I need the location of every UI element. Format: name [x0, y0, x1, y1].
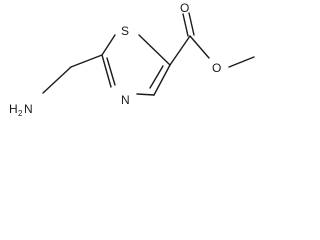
bond-s-c2: [101, 34, 116, 56]
atom-amine-subscript: 2: [18, 109, 23, 118]
bond-n3-c4: [136, 93, 155, 96]
bond-carbonyl-double-1: [182, 13, 189, 37]
bond-carbonyl-double-2: [188, 12, 195, 36]
atom-amine-h: H: [9, 102, 18, 116]
bond-c2-n3-inner: [106, 57, 116, 86]
atom-carbonyl-oxygen: O: [180, 1, 189, 15]
bond-c2-ch2: [70, 54, 103, 68]
bond-c5-s: [138, 34, 171, 66]
bond-ch2-nh2: [42, 66, 72, 94]
atom-ester-oxygen: O: [212, 61, 221, 75]
atom-ring-nitrogen: N: [121, 93, 130, 107]
bond-c4-c5-inner: [149, 65, 164, 89]
bond-carbonyl-c-ester-o: [189, 35, 210, 59]
bond-ester-o-methyl: [228, 56, 255, 68]
atom-sulfur: S: [121, 24, 129, 38]
atom-amine-nitrogen: N: [24, 102, 33, 116]
bond-c5-carbonyl-c: [169, 35, 191, 66]
molecule-structure-diagram: S N H 2 N O O: [9, 1, 255, 118]
bond-c2-n3-outer: [101, 54, 112, 88]
bond-c4-c5-outer: [153, 64, 171, 96]
